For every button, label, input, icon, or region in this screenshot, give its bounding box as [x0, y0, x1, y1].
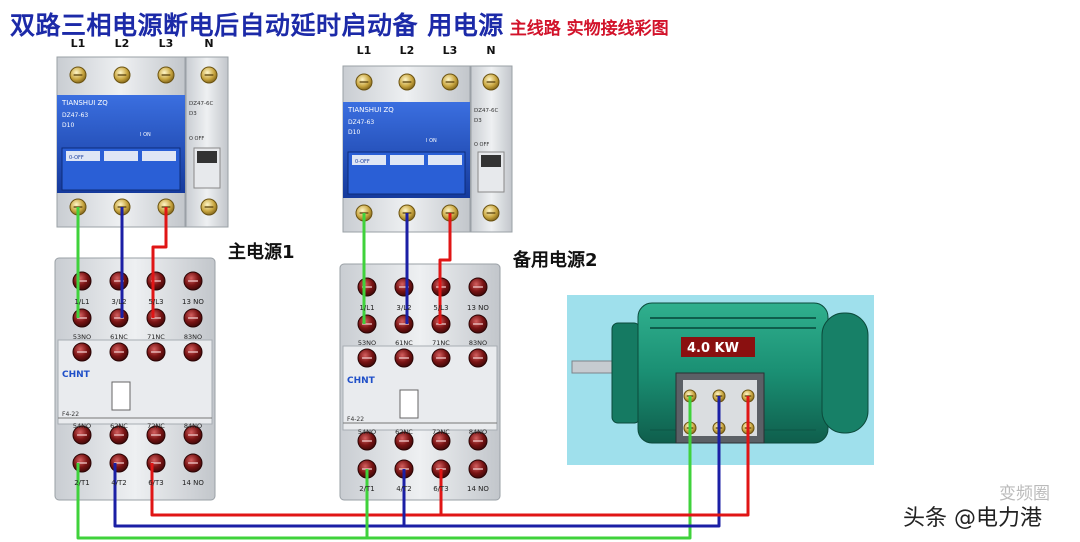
breaker-main-terminal-label-4: N [204, 37, 213, 50]
contactor-backup-aux-bottom-label-2: 62NC [395, 428, 413, 436]
contactor-main-bottom-terminal-label-4: 14 NO [182, 479, 204, 487]
contactor-main-top-terminal-label-2: 3/L2 [111, 298, 126, 306]
breaker-backup-terminal-label-3: L3 [443, 44, 458, 57]
contactor-main-aux-top-label-2: 61NC [110, 333, 128, 341]
contactor-main-aux-bottom-label-1: 54NO [73, 422, 91, 430]
contactor-main-aux-bottom-label-3: 72NC [147, 422, 165, 430]
page-title: 双路三相电源断电后自动延时启动备 用电源主线路 实物接线彩图 [10, 6, 669, 42]
breaker-main-terminal-label-2: L2 [115, 37, 130, 50]
contactor-backup: CHNT F4-22 [339, 263, 501, 501]
wire-blue-load [113, 396, 721, 528]
breaker-main-handle-3 [142, 151, 176, 161]
wire-red-backup [438, 213, 452, 324]
contactor-backup-aux-window [399, 389, 419, 419]
contactor-backup-top-terminal-label-3: 5/L3 [433, 304, 448, 312]
breaker-main-n-off-label: O OFF [189, 136, 204, 142]
wires [76, 207, 750, 540]
motor-flange [611, 322, 641, 424]
breaker-main-brand: TIANSHUI ZQ [61, 99, 108, 107]
contactor-backup-bottom-terminal-label-2: 4/T2 [396, 485, 412, 493]
breaker-backup-n-model: DZ47-6C [474, 108, 498, 114]
breaker-main-n-model: DZ47-6C [189, 101, 213, 107]
contactor-main-aux-window [111, 381, 131, 411]
breaker-backup-handle-2 [390, 155, 424, 165]
contactor-main-aux-bottom-label-2: 62NC [110, 422, 128, 430]
breaker-backup-n-rating: D3 [474, 118, 482, 124]
breaker-backup-off-label: 0-OFF [355, 159, 370, 165]
contactor-backup-bottom-terminal-label-1: 2/T1 [359, 485, 375, 493]
contactor-main-aux-top-label-1: 53NO [73, 333, 91, 341]
breaker-backup-n-handle [481, 155, 501, 167]
breaker-backup-handle-1 [352, 155, 386, 165]
breaker-main-model: DZ47-63 [62, 112, 88, 119]
breaker-backup-model: DZ47-63 [348, 119, 374, 126]
breaker-main-n-body [185, 56, 229, 228]
contactor-backup-aux-bottom-label-3: 72NC [432, 428, 450, 436]
breaker-backup-n-off-label: O OFF [474, 142, 489, 148]
contactor-main-bottom-terminal-label-3: 6/T3 [148, 479, 164, 487]
breaker-main-handle-2 [104, 151, 138, 161]
contactor-backup-aux-top-label-2: 61NC [395, 339, 413, 347]
breaker-backup-on-label: I ON [426, 138, 437, 144]
contactor-main-aux-top-label-3: 71NC [147, 333, 165, 341]
breaker-backup: TIANSHUI ZQ DZ47-63 D10 DZ47-6C D3 0-OFF… [342, 65, 513, 233]
breaker-main-on-label: I ON [140, 132, 151, 138]
contactor-main-aux-top-label-4: 83NO [184, 333, 202, 341]
breaker-backup-handle-3 [428, 155, 462, 165]
backup-source-label: 备用电源2 [513, 250, 598, 271]
title-sub: 主线路 实物接线彩图 [509, 19, 669, 39]
motor-power-label: 4.0 KW [687, 341, 739, 356]
contactor-backup-aux-bottom-label-1: 54NO [358, 428, 376, 436]
breaker-backup-n-body [470, 65, 513, 233]
main-source-label: 主电源1 [228, 242, 295, 263]
contactor-main-top-terminal-label-1: 1/L1 [74, 298, 89, 306]
contactor-backup-aux-top-label-4: 83NO [469, 339, 487, 347]
contactor-main-aux-bottom-label-4: 84NO [184, 422, 202, 430]
breaker-main-rating: D10 [62, 122, 74, 129]
motor-nameplate [681, 337, 755, 357]
contactor-main-top-terminal-label-4: 13 NO [182, 298, 204, 306]
contactor-main-bottom-terminal-label-1: 2/T1 [74, 479, 90, 487]
contactor-main-brand: CHNT [62, 370, 91, 380]
contactor-backup-aux-bottom-label-4: 84NO [469, 428, 487, 436]
breaker-backup-brand: TIANSHUI ZQ [347, 106, 394, 114]
breaker-main-n-rating: D3 [189, 111, 197, 117]
contactor-main-module: F4-22 [62, 411, 79, 418]
breaker-main-off-label: 0-OFF [69, 155, 84, 161]
breaker-backup-terminal-label-4: N [486, 44, 495, 57]
breaker-main-n-handle [197, 151, 217, 163]
contactor-backup-top-terminal-label-4: 13 NO [467, 304, 489, 312]
breaker-main-terminal-label-1: L1 [71, 37, 86, 50]
wire-red-load [150, 396, 750, 517]
contactor-main-top-terminal-label-3: 5/L3 [148, 298, 163, 306]
contactor-backup-bottom-terminal-label-3: 6/T3 [433, 485, 449, 493]
contactor-backup-aux-top-label-3: 71NC [432, 339, 450, 347]
contactor-backup-brand: CHNT [347, 376, 376, 386]
breaker-backup-terminal-label-2: L2 [400, 44, 415, 57]
watermark-faded: 变频圈 [999, 484, 1050, 504]
motor-end-cap [821, 312, 869, 434]
contactor-backup-top-terminal-label-1: 1/L1 [359, 304, 374, 312]
breaker-main-terminal-label-3: L3 [159, 37, 174, 50]
contactor-backup-aux-top-label-1: 53NO [358, 339, 376, 347]
contactor-main-bottom-terminal-label-2: 4/T2 [111, 479, 127, 487]
watermark: 头条 @电力港 [903, 506, 1042, 531]
breaker-main-handle-1 [66, 151, 100, 161]
breaker-backup-terminal-label-1: L1 [357, 44, 372, 57]
contactor-backup-bottom-terminal-label-4: 14 NO [467, 485, 489, 493]
contactor-backup-module: F4-22 [347, 416, 364, 423]
contactor-backup-top-terminal-label-2: 3/L2 [396, 304, 411, 312]
breaker-backup-rating: D10 [348, 129, 360, 136]
wire-green-load [76, 396, 692, 540]
wire-red-main [151, 207, 168, 318]
title-main: 双路三相电源断电后自动延时启动备 用电源 [10, 11, 504, 40]
breaker-main: TIANSHUI ZQ DZ47-63 D10 DZ47-6C D3 0-OFF… [56, 56, 229, 228]
